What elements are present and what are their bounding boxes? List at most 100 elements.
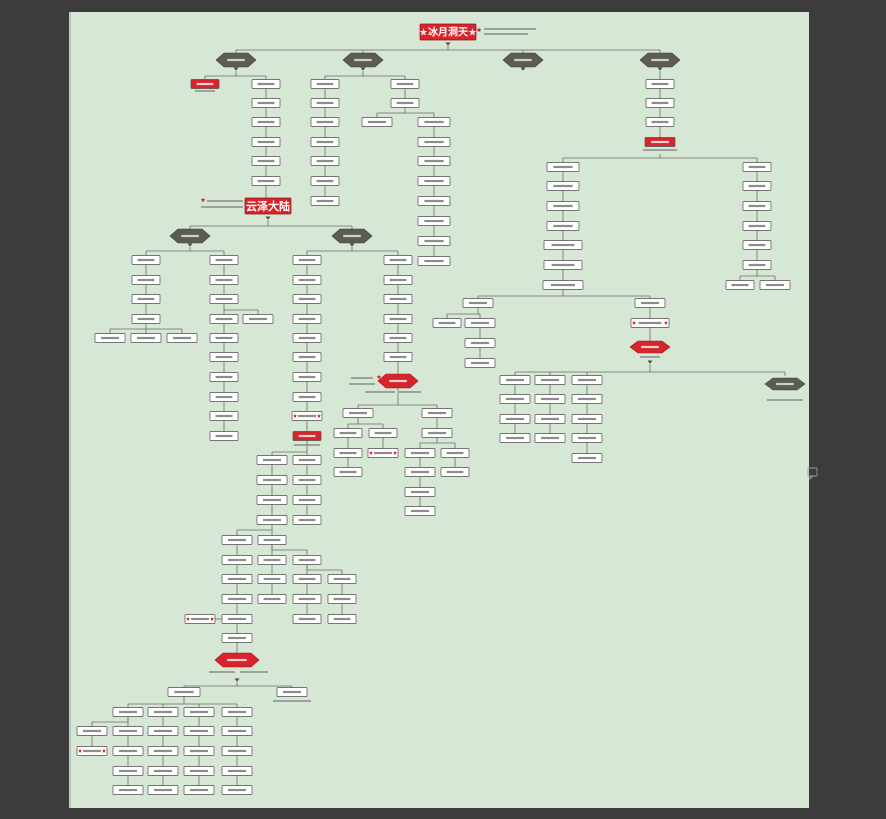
tree-node <box>292 614 322 624</box>
continent-node-label: 云泽大陆 <box>246 199 290 213</box>
tree-node <box>742 162 772 172</box>
node-label-placeholder <box>228 558 246 562</box>
tree-node <box>742 260 772 270</box>
star-icon <box>209 616 215 621</box>
node-label-placeholder <box>553 224 573 228</box>
tree-node <box>310 117 340 127</box>
arrow-marker <box>234 678 240 682</box>
node-label-placeholder <box>368 120 386 124</box>
tree-node <box>183 746 215 756</box>
tree-node <box>209 255 239 265</box>
node-label-placeholder <box>316 101 334 105</box>
node-label-placeholder <box>553 204 573 208</box>
comment-icon[interactable] <box>807 467 818 481</box>
node-label-placeholder <box>119 729 137 733</box>
node-label-placeholder <box>551 263 575 267</box>
tree-node <box>112 726 144 736</box>
tree-node <box>256 515 288 525</box>
node-label-placeholder <box>263 597 281 601</box>
tree-node <box>383 333 413 343</box>
node-label-placeholder <box>578 397 596 401</box>
node-label-placeholder <box>228 617 246 621</box>
tree-node <box>190 79 220 89</box>
node-label-placeholder <box>174 690 194 694</box>
arrow-marker <box>445 42 451 46</box>
tree-node <box>130 333 162 343</box>
node-label-placeholder <box>541 378 559 382</box>
tree-node <box>292 314 322 324</box>
node-label-placeholder <box>298 297 316 301</box>
node-label-placeholder <box>506 436 524 440</box>
tree-node <box>417 176 451 186</box>
node-label-placeholder <box>766 283 784 287</box>
node-caption <box>351 377 373 379</box>
node-label-placeholder <box>190 710 208 714</box>
node-label-placeholder <box>424 199 444 203</box>
tree-node <box>310 98 340 108</box>
tree-node <box>147 766 179 776</box>
node-label-placeholder <box>578 417 596 421</box>
tree-node <box>464 338 496 348</box>
node-label-placeholder <box>316 82 334 86</box>
star-icon <box>316 413 322 418</box>
node-label-placeholder <box>257 101 275 105</box>
tree-node <box>292 455 322 465</box>
arrow-marker <box>233 67 239 71</box>
node-label-placeholder <box>227 658 247 662</box>
tree-node <box>742 221 772 231</box>
node-label-placeholder <box>411 509 429 513</box>
node-label-placeholder <box>228 710 246 714</box>
tree-node <box>534 375 566 385</box>
node-label-placeholder <box>339 431 357 435</box>
tree-node <box>76 726 108 736</box>
node-label-placeholder <box>298 478 316 482</box>
continent-node-box <box>244 197 292 215</box>
tree-node <box>292 352 322 362</box>
tree-node <box>167 687 201 697</box>
node-caption <box>640 356 660 358</box>
tree-node <box>292 515 322 525</box>
node-label-placeholder <box>389 258 407 262</box>
category-diamond-node <box>639 52 681 68</box>
node-label-placeholder <box>506 397 524 401</box>
node-label-placeholder <box>396 82 414 86</box>
node-label-placeholder <box>651 140 669 144</box>
node-label-placeholder <box>257 140 275 144</box>
node-label-placeholder <box>578 436 596 440</box>
tree-node <box>242 314 274 324</box>
arrow-marker <box>647 360 653 364</box>
tree-node <box>251 137 281 147</box>
tree-node <box>390 79 420 89</box>
node-label-placeholder <box>316 179 334 183</box>
node-label-placeholder <box>339 451 357 455</box>
tree-node <box>221 594 253 604</box>
tree-node <box>183 785 215 795</box>
node-label-placeholder <box>257 159 275 163</box>
node-caption <box>207 200 243 202</box>
node-label-placeholder <box>748 165 766 169</box>
tree-node <box>383 314 413 324</box>
tree-node <box>759 280 791 290</box>
tree-node <box>131 275 161 285</box>
node-label-placeholder <box>389 355 407 359</box>
node-label-placeholder <box>119 749 137 753</box>
node-label-placeholder <box>374 431 392 435</box>
tree-node <box>571 433 603 443</box>
tree-node <box>256 455 288 465</box>
node-label-placeholder <box>298 414 316 418</box>
node-label-placeholder <box>154 729 172 733</box>
category-diamond-node <box>342 52 384 68</box>
node-label-placeholder <box>506 378 524 382</box>
node-label-placeholder <box>514 58 532 62</box>
node-label-placeholder <box>228 749 246 753</box>
node-label-placeholder <box>119 769 137 773</box>
node-label-placeholder <box>428 411 446 415</box>
tree-node <box>464 318 496 328</box>
tree-node <box>276 687 308 697</box>
tree-node <box>310 196 340 206</box>
category-diamond-node <box>764 377 806 391</box>
node-label-placeholder <box>228 636 246 640</box>
node-label-placeholder <box>215 336 233 340</box>
node-label-placeholder <box>396 101 414 105</box>
